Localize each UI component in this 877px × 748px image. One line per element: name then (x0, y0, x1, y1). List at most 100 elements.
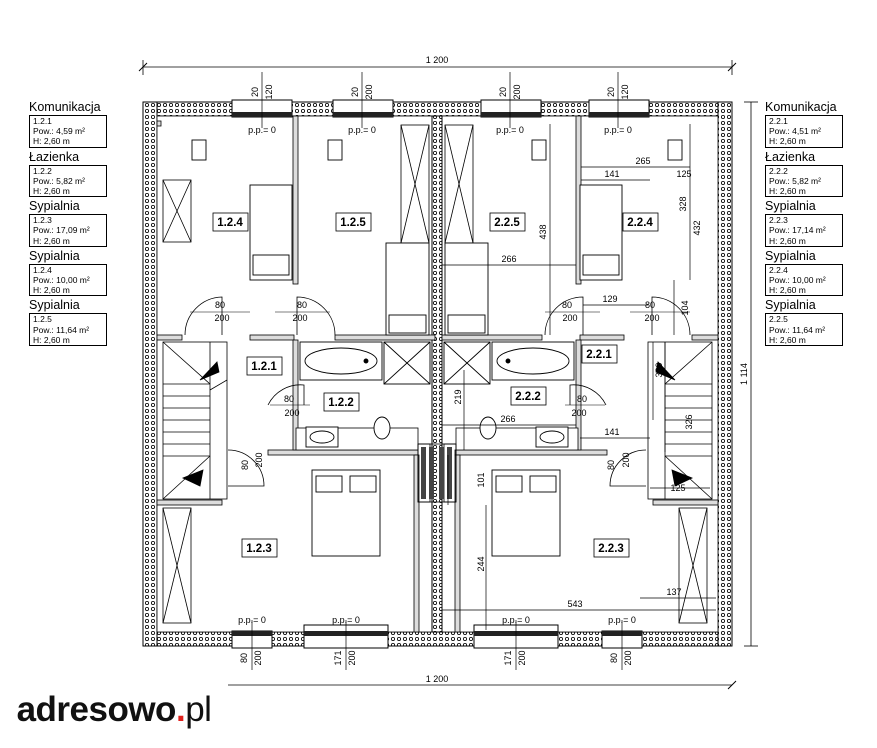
room-label-1-2-5: 1.2.5 (340, 217, 366, 229)
sill-label: p.p.= 0 (248, 125, 276, 135)
window-dim-200: 200 (517, 650, 527, 665)
dim-125: 125 (670, 483, 685, 493)
room-type: Sypialnia (29, 248, 80, 263)
room-label-2-2-5: 2.2.5 (494, 217, 520, 229)
sill-label: p.p.= 0 (608, 615, 636, 625)
room-height: H: 2,60 m (769, 136, 806, 147)
dim-137: 137 (666, 587, 681, 597)
sill-label: p.p.= 0 (502, 615, 530, 625)
room-info-box: 2.2.4 Pow.: 10,00 m² H: 2,60 m (765, 263, 843, 297)
room-number: 1.2.4 (33, 264, 52, 275)
room-area: Pow.: 4,59 m² (33, 126, 85, 137)
room-type: Łazienka (29, 149, 80, 164)
sill-label: p.p.= 0 (238, 615, 266, 625)
room-info-box: 1.2.1 Pow.: 4,59 m² H: 2,60 m (29, 115, 107, 148)
legend-entry: Sypialnia 1.2.3 Pow.: 17,09 m² H: 2,60 m (29, 199, 107, 247)
door-width: 80 (297, 300, 307, 310)
logo-text: adresowo.pl (17, 690, 212, 730)
sill-label: p.p.= 0 (348, 125, 376, 135)
logo-tld: pl (185, 690, 212, 729)
dim-265: 265 (635, 156, 650, 166)
room-label-1-2-3: 1.2.3 (246, 543, 272, 555)
window-dim-171: 171 (503, 650, 513, 665)
room-labels: 1.2.4 1.2.5 2.2.5 2.2.4 1.2.1 1.2.2 2.2.… (212, 212, 659, 558)
room-area: Pow.: 5,82 m² (769, 175, 821, 186)
window-dim-120: 120 (620, 84, 630, 99)
room-info-box: 2.2.1 Pow.: 4,51 m² H: 2,60 m (765, 115, 843, 148)
window-dim-20: 20 (606, 87, 616, 97)
bathroom-fixtures (191, 139, 683, 448)
door-width: 80 (562, 300, 572, 310)
window-dim-20: 20 (350, 87, 360, 97)
dim-101: 101 (476, 472, 486, 487)
left-room-legend: Komunikacja 1.2.1 Pow.: 4,59 m² H: 2,60 … (29, 100, 107, 348)
dim-141: 141 (604, 169, 619, 179)
room-height: H: 2,60 m (769, 235, 806, 246)
overall-width-label-bottom: 1 200 (426, 674, 449, 684)
room-number: 2.2.2 (769, 165, 788, 176)
room-height: H: 2,60 m (769, 334, 806, 345)
door-dimension-labels: 80 200 80 200 80 200 80 200 80 200 80 20… (190, 300, 690, 470)
room-type: Komunikacja (29, 100, 101, 114)
dim-438: 438 (538, 224, 548, 239)
sill-label: p.p.= 0 (332, 615, 360, 625)
door-height: 200 (292, 313, 307, 323)
legend-entry: Sypialnia 2.2.3 Pow.: 17,14 m² H: 2,60 m (765, 199, 843, 247)
window-dim-80: 80 (609, 653, 619, 663)
logo-main: adresowo (16, 690, 177, 729)
dim-543: 543 (567, 599, 582, 609)
adresowo-logo[interactable]: adresowo.pl (0, 672, 228, 748)
door-width: 80 (215, 300, 225, 310)
window-dim-200: 200 (512, 84, 522, 99)
dim-328: 328 (678, 196, 688, 211)
room-height: H: 2,60 m (33, 136, 70, 147)
door-width: 80 (645, 300, 655, 310)
door-width: 80 (606, 460, 616, 470)
room-height: H: 2,60 m (33, 186, 70, 197)
dim-266: 266 (500, 414, 515, 424)
dim-244: 244 (476, 556, 486, 571)
room-label-2-2-2: 2.2.2 (515, 391, 541, 403)
room-area: Pow.: 17,09 m² (33, 225, 90, 236)
window-dim-200: 200 (253, 650, 263, 665)
room-number: 2.2.4 (769, 264, 788, 275)
legend-entry: Sypialnia 1.2.5 Pow.: 11,64 m² H: 2,60 m (29, 298, 107, 347)
interior-dimensions (442, 124, 716, 630)
room-type: Sypialnia (765, 248, 816, 263)
room-area: Pow.: 4,51 m² (769, 126, 821, 137)
room-info-box: 2.2.3 Pow.: 17,14 m² H: 2,60 m (765, 214, 843, 247)
room-label-2-2-4: 2.2.4 (627, 217, 653, 229)
room-area: Pow.: 5,82 m² (33, 175, 85, 186)
stairs-right (647, 341, 713, 500)
room-info-box: 2.2.5 Pow.: 11,64 m² H: 2,60 m (765, 313, 843, 347)
dim-432: 432 (692, 220, 702, 235)
legend-entry: Sypialnia 2.2.4 Pow.: 10,00 m² H: 2,60 m (765, 248, 843, 297)
room-label-1-2-4: 1.2.4 (217, 217, 243, 229)
sill-label: p.p.= 0 (496, 125, 524, 135)
room-number: 2.2.1 (769, 116, 788, 126)
door-swings (184, 296, 691, 487)
party-wall (431, 115, 443, 633)
bottom-window-dimensions: 80 200 171 200 171 200 80 200 p.p.= 0 p.… (238, 615, 636, 670)
room-height: H: 2,60 m (33, 334, 70, 345)
stairs-left (162, 341, 228, 500)
window-dim-120: 120 (264, 84, 274, 99)
window-dim-200: 200 (623, 650, 633, 665)
room-number: 2.2.3 (769, 215, 788, 226)
top-window-dimensions: 20 120 20 200 20 200 20 120 p.p.= 0 p.p.… (248, 72, 632, 135)
room-height: H: 2,60 m (769, 186, 806, 197)
room-height: H: 2,60 m (769, 285, 806, 296)
right-room-legend: Komunikacja 2.2.1 Pow.: 4,51 m² H: 2,60 … (765, 100, 843, 348)
interior-dimension-labels: 265 141 125 328 438 432 266 129 104 329 … (453, 156, 702, 609)
door-height: 200 (621, 452, 631, 467)
overall-height-dimension: 1 114 (739, 101, 758, 647)
door-height: 200 (284, 408, 299, 418)
room-info-box: 1.2.5 Pow.: 11,64 m² H: 2,60 m (29, 313, 107, 347)
door-height: 200 (571, 408, 586, 418)
logo-dot: . (175, 690, 186, 729)
window-dim-20: 20 (498, 87, 508, 97)
room-number: 2.2.5 (769, 314, 788, 325)
window-dim-200: 200 (347, 650, 357, 665)
room-type: Sypialnia (29, 199, 80, 214)
